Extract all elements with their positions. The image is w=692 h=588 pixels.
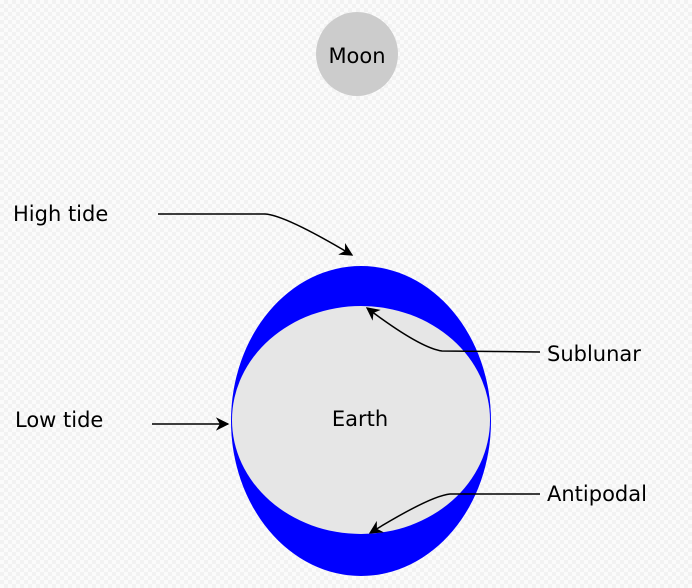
sublunar-arrow — [365, 307, 541, 353]
sublunar-label: Sublunar — [547, 342, 641, 366]
moon-shape — [316, 12, 398, 96]
antipodal-arrow — [368, 493, 540, 534]
antipodal-label: Antipodal — [547, 482, 647, 506]
high-tide-arrow — [158, 213, 354, 256]
low-tide-label: Low tide — [15, 408, 103, 432]
high-tide-label: High tide — [13, 202, 108, 226]
earth-label: Earth — [332, 407, 388, 431]
moon-label: Moon — [328, 44, 385, 68]
earth-shape — [232, 306, 490, 534]
moon: Moon — [316, 12, 398, 96]
